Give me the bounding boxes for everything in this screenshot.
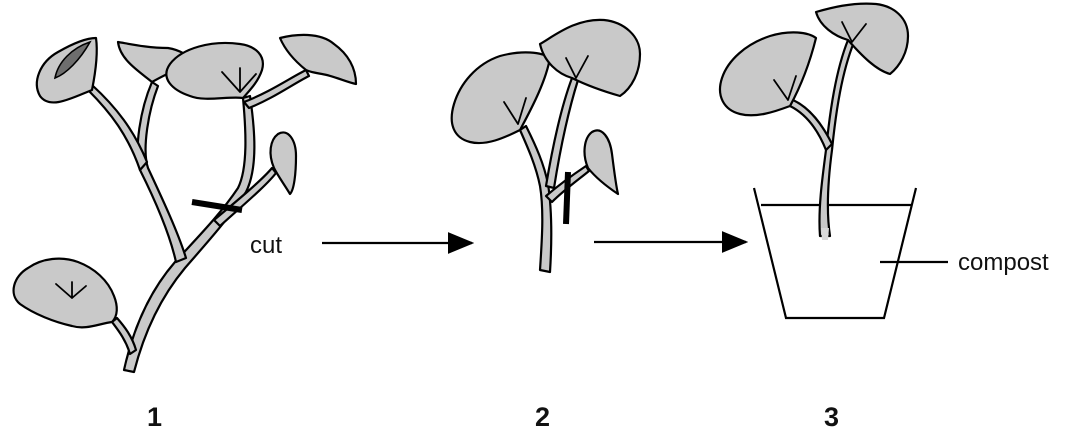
plant-2-upper-stem [544,76,580,190]
plant-2-vein-top [565,55,589,79]
plant-3 [718,2,948,320]
plant-1-leaf-small-right [269,131,298,196]
plant-2-stem [518,124,553,274]
plant-1 [12,33,358,374]
plant-3-vein-top [841,21,867,43]
stage-1-number: 1 [147,402,163,432]
plant-2-leaf-top [538,18,642,98]
cut-label: cut [250,232,283,259]
plant-3-leaf-left [718,31,818,117]
plant-1-lower-vein [55,281,87,299]
plant-2-leaf-small [583,129,620,196]
plant-1-leaf-upper-middle [165,41,264,100]
plant-3-left-stem [788,98,834,152]
stage-3-number: 3 [824,402,840,432]
pot [752,187,918,320]
stage-2-number: 2 [535,402,551,432]
plant-3-root-tip [821,228,829,240]
plant-1-vein [221,67,257,93]
plant-2-cut-mark [563,171,571,225]
plant-1-cut-mark [191,199,243,213]
compost-label: compost [958,249,1049,276]
plant-3-leaf-top [814,2,910,76]
plant-2-vein [503,97,527,125]
plant-1-top-right-branch [242,68,311,110]
plant-1-lower-branch [110,316,138,356]
plant-1-left-branch [136,80,188,264]
plant-3-vein [773,75,797,101]
plant-1-leaf-top-right [278,33,358,86]
plant-2 [450,18,642,274]
plant-1-upper-left-branch [86,83,149,172]
plant-1-dark-leaf-patch [53,40,92,80]
plant-1-main-stem [122,94,256,374]
plant-2-leaf-left [450,51,552,145]
